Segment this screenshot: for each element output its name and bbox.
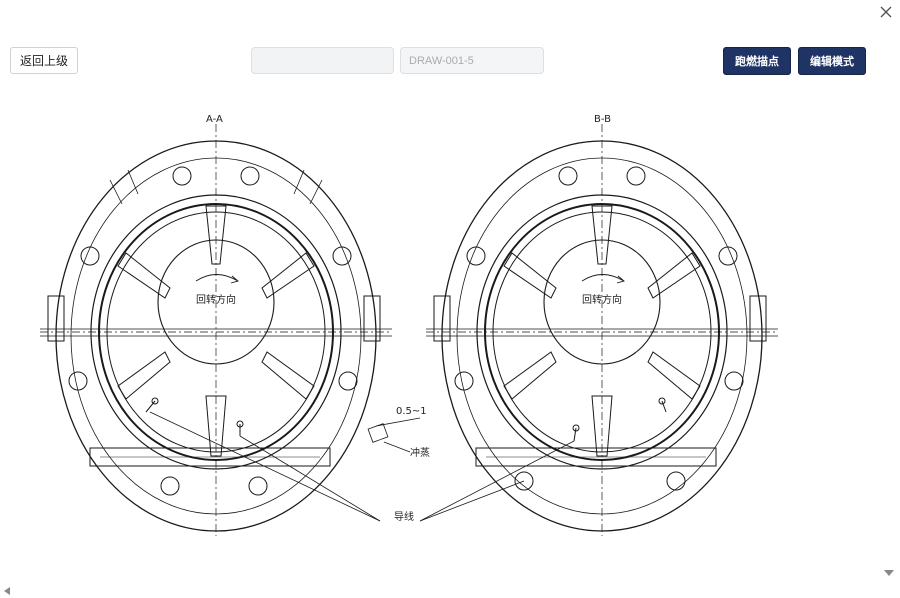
left-rotation-label: 回转方向	[196, 293, 236, 306]
drawing-number-field[interactable]	[400, 47, 544, 74]
left-section-label: A-A	[206, 114, 223, 125]
back-button[interactable]: 返回上级	[10, 47, 78, 74]
technical-drawing: A-A B-B 回转方向 回转方向 0.5~1 冲蒸 导线	[40, 114, 778, 536]
scroll-down-icon[interactable]	[884, 564, 894, 576]
dimension-detail	[367, 417, 421, 453]
drawing-canvas[interactable]: A-A B-B 回转方向 回转方向 0.5~1 冲蒸 导线	[0, 96, 900, 566]
chamfer-label: 冲蒸	[410, 446, 430, 459]
dimension-label: 0.5~1	[396, 406, 427, 417]
left-flange-view	[40, 124, 392, 536]
drawing-name-field[interactable]	[251, 47, 394, 74]
right-flange-view	[426, 124, 778, 536]
right-section-label: B-B	[594, 114, 611, 125]
edit-mode-button[interactable]: 编辑模式	[798, 47, 866, 75]
right-rotation-label: 回转方向	[582, 293, 622, 306]
scroll-left-icon[interactable]	[2, 582, 12, 595]
close-icon[interactable]	[878, 4, 894, 20]
wire-label: 导线	[394, 510, 414, 523]
wire-leader-lines	[149, 411, 575, 522]
bind-points-button[interactable]: 跑燃描点	[723, 47, 791, 75]
